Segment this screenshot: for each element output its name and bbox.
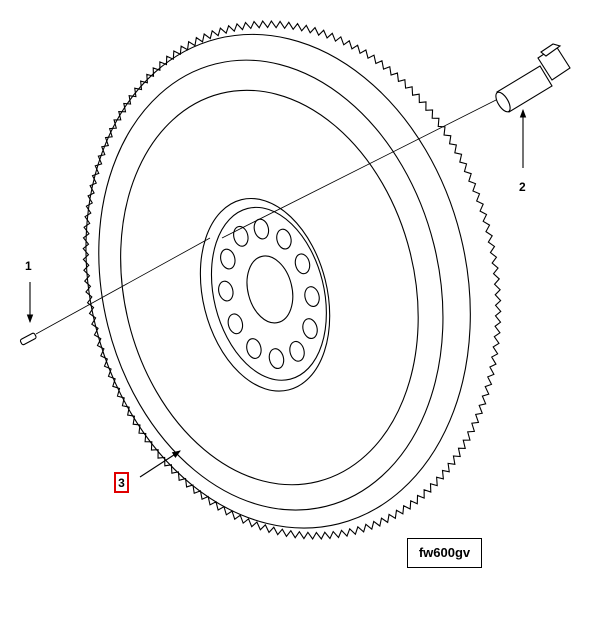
center-bore (246, 255, 294, 324)
hub-outer (199, 197, 331, 392)
bolt-leader-line (221, 97, 501, 239)
flywheel-face-ring (98, 59, 444, 511)
bolt-hole (220, 248, 236, 270)
figure-id-label: fw600gv (407, 538, 482, 568)
callout-3: 3 (114, 472, 129, 493)
bolt-hole (304, 286, 320, 307)
bolt-hole (227, 313, 244, 335)
bolt-holes (218, 218, 320, 369)
arrow-3 (139, 450, 181, 478)
bolt-hole (233, 225, 249, 247)
dowel-leader-line (35, 237, 211, 335)
flywheel-face-inner (120, 89, 419, 486)
bolt-hole (294, 253, 311, 275)
flywheel-face-outer (85, 33, 471, 529)
callout-1: 1 (25, 259, 32, 273)
bolt-hole (302, 318, 318, 340)
bolt-icon (495, 43, 571, 113)
hub-inner (210, 206, 327, 381)
callout-2: 2 (519, 180, 526, 194)
bolt-hole (268, 348, 285, 369)
bolt-hole (246, 338, 262, 359)
bolt-hole (289, 340, 305, 362)
ring-gear-teeth (82, 20, 502, 540)
dowel-pin-icon (19, 332, 37, 346)
bolt-hole (276, 228, 292, 250)
gear-tooth-profile (82, 20, 502, 540)
bolt-hole (218, 280, 234, 302)
